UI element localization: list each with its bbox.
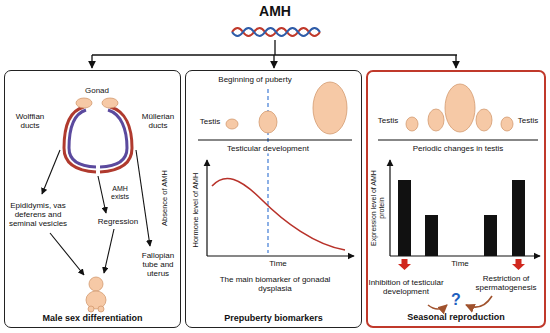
gonad-oval [76, 98, 92, 108]
bar [425, 215, 438, 256]
curved-arrow [428, 305, 447, 309]
mullerian-duct [100, 110, 127, 167]
flow-arrow [50, 233, 84, 275]
flow-arrow [98, 176, 106, 213]
question-mark: ? [451, 291, 461, 309]
mullerian-duct [69, 110, 96, 167]
title: AMH [259, 3, 291, 19]
part-label: Gonad [85, 86, 109, 95]
note-label: The main biomarker of gonadal dysplasia [215, 275, 335, 293]
duct-drawing [64, 98, 132, 172]
axis-label: Expression level of AMH protein [370, 162, 386, 254]
part-label: Testis [200, 117, 220, 126]
baseline [378, 139, 538, 140]
y-axis [389, 160, 390, 256]
outcome-label: Fallopian tube and uterus [134, 251, 182, 279]
panel-heading: Seasonal reproduction [368, 312, 544, 322]
part-label: Wolffian ducts [9, 112, 51, 130]
figure-leg [98, 306, 104, 312]
down-arrow [512, 259, 525, 270]
branch-arrow [91, 55, 92, 68]
branch-arrow [455, 55, 456, 68]
wolffian-duct [64, 107, 96, 172]
part-label: Testis [518, 116, 538, 125]
flow-arrow [104, 229, 114, 273]
dna-strand-blue [232, 28, 320, 36]
axis-label: Time [451, 259, 468, 268]
branch-lines [92, 40, 457, 68]
testis-oval [501, 117, 513, 131]
part-label: Müllerian ducts [136, 112, 180, 130]
testis-oval [226, 119, 238, 129]
outcome-label: Regression [98, 217, 138, 226]
down-arrow [398, 259, 411, 270]
axis-label: Periodic changes in testis [411, 144, 506, 153]
bar [484, 215, 497, 256]
testis-oval [313, 82, 347, 134]
panel-heading: Male sex differentiation [5, 313, 180, 323]
testis-oval [445, 84, 475, 132]
panel: Male sex differentiation [4, 70, 181, 328]
flow-arrow [136, 150, 150, 246]
y-axis [206, 160, 207, 256]
effect-label: Inhibition of testicular development [368, 278, 444, 296]
axis-label: Hormone level of AMH [192, 160, 201, 260]
testis-oval [428, 109, 444, 131]
testis-oval [406, 117, 418, 131]
figure-leg [88, 306, 94, 312]
flow-arrow [42, 150, 60, 194]
axis-label: Time [269, 259, 286, 268]
panel-heading: Prepuberty biomarkers [186, 313, 361, 323]
effect-label: Restriction of spermatogenesis [470, 274, 542, 292]
condition-label: Absence of AMH [161, 163, 170, 233]
testis-oval [259, 111, 277, 133]
condition-label: AMH exists [105, 185, 135, 201]
gonad-oval [102, 98, 118, 108]
marker-label: Beginning of puberty [218, 75, 291, 84]
outcome-label: Epididymis, vas deferens and seminal ves… [4, 201, 72, 229]
bar [398, 180, 411, 256]
figure-head [89, 277, 103, 291]
baseline [198, 139, 352, 140]
branch-arrow [273, 55, 274, 68]
part-label: Testis [378, 116, 398, 125]
wolffian-duct [100, 107, 132, 172]
amh-curve [212, 178, 345, 250]
branch-stem [274, 40, 275, 55]
x-axis [207, 255, 354, 256]
axis-label: Testicular development [225, 144, 311, 153]
bar [512, 180, 525, 256]
male-figure [86, 277, 106, 312]
dna-strand [232, 28, 320, 36]
testis-oval [476, 109, 492, 131]
puberty-drawing [198, 82, 354, 256]
dna-strand-red [232, 28, 320, 36]
curved-arrow [466, 296, 492, 307]
